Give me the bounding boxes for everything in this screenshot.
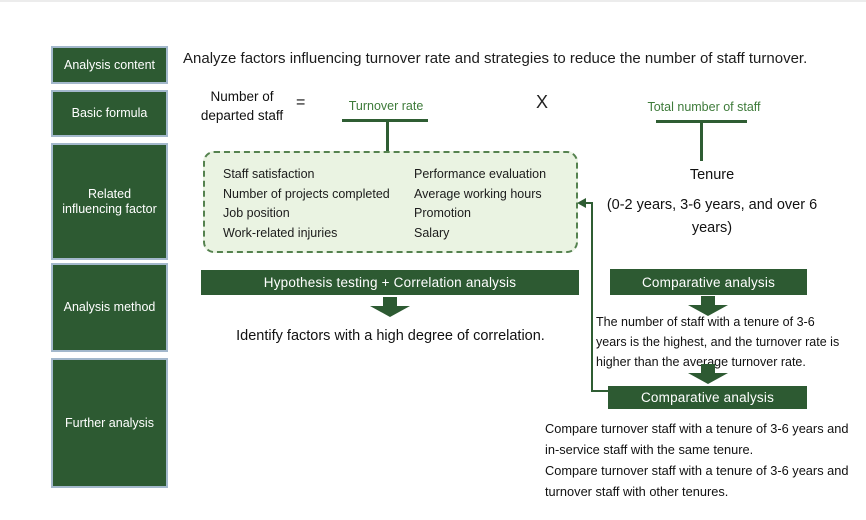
hypothesis-testing-bar: Hypothesis testing + Correlation analysi…: [201, 270, 579, 295]
sidebar-item-analysis-method: Analysis method: [51, 263, 168, 352]
factor-item: Number of projects completed: [223, 186, 390, 201]
turnover-rate-underline: [342, 119, 428, 122]
comparative-analysis-label: Comparative analysis: [640, 390, 775, 405]
finding-line: higher than the average turnover rate.: [596, 355, 806, 369]
top-divider: [0, 0, 866, 2]
formula-lhs-line1: Number of: [210, 89, 274, 104]
sidebar-item-label: Basic formula: [71, 106, 148, 120]
identify-factors-text: Identify factors with a high degree of c…: [236, 328, 545, 344]
further-line: Compare turnover staff with a tenure of …: [545, 421, 849, 436]
further-line: in-service staff with the same tenure.: [545, 442, 754, 457]
factor-item: Performance evaluation: [414, 167, 547, 181]
further-line: turnover staff with other tenures.: [545, 484, 729, 499]
sidebar-item-basic-formula: Basic formula: [51, 90, 168, 137]
equals-sign: =: [296, 94, 306, 111]
sidebar-item-related-influencing-factor: Related influencing factor: [51, 143, 168, 260]
left-arrowhead-icon: [577, 198, 586, 208]
factors-column-2: Performance evaluation Average working h…: [414, 165, 574, 251]
tenure-finding-text: The number of staff with a tenure of 3-6…: [596, 312, 839, 372]
sidebar-item-analysis-content: Analysis content: [51, 46, 168, 84]
comparative-analysis-bar-2: Comparative analysis: [608, 386, 807, 409]
factor-item: Staff satisfaction: [223, 167, 315, 181]
sidebar-item-label: Analysis content: [63, 57, 156, 72]
formula-lhs: Number of departed staff: [194, 87, 290, 125]
down-arrow-icon: [688, 296, 728, 316]
page-title: Analyze factors influencing turnover rat…: [183, 50, 808, 67]
influencing-factors-panel: Staff satisfaction Number of projects co…: [203, 151, 578, 253]
tenure-detail-line1: (0-2 years, 3-6 years, and over 6: [606, 197, 818, 213]
sidebar-item-further-analysis: Further analysis: [51, 358, 168, 488]
comparative-analysis-label: Comparative analysis: [641, 274, 776, 290]
down-arrow-icon: [688, 364, 728, 384]
finding-line: years is the highest, and the turnover r…: [596, 335, 840, 349]
connector-segment-top: [585, 202, 593, 204]
sidebar-item-label: Further analysis: [65, 415, 154, 430]
tenure-title: Tenure: [689, 167, 735, 183]
down-arrow-icon: [370, 297, 410, 317]
multiply-sign: X: [536, 92, 549, 112]
formula-lhs-line2: departed staff: [200, 108, 284, 123]
sidebar-item-label: Analysis method: [63, 300, 156, 314]
hypothesis-testing-label: Hypothesis testing + Correlation analysi…: [263, 275, 517, 290]
further-analysis-text: Compare turnover staff with a tenure of …: [545, 418, 849, 502]
turnover-rate-connector: [386, 119, 389, 153]
connector-segment-vertical: [591, 202, 593, 392]
factor-item: Salary: [414, 225, 450, 240]
total-staff-connector: [700, 120, 703, 161]
turnover-rate-label: Turnover rate: [348, 99, 424, 113]
sidebar-item-label: Related influencing factor: [62, 186, 157, 216]
comparative-analysis-bar-1: Comparative analysis: [610, 269, 807, 295]
connector-segment-bottom: [591, 390, 609, 392]
total-staff-label: Total number of staff: [647, 100, 761, 114]
finding-line: The number of staff with a tenure of 3-6: [596, 315, 815, 329]
tenure-detail: (0-2 years, 3-6 years, and over 6 years): [587, 194, 837, 240]
factor-item: Promotion: [414, 206, 471, 220]
further-line: Compare turnover staff with a tenure of …: [545, 463, 849, 478]
factors-column-1: Staff satisfaction Number of projects co…: [223, 165, 414, 251]
tenure-detail-line2: years): [691, 220, 733, 236]
factor-item: Job position: [223, 206, 290, 220]
factor-item: Average working hours: [414, 186, 542, 201]
factor-item: Work-related injuries: [223, 225, 338, 240]
